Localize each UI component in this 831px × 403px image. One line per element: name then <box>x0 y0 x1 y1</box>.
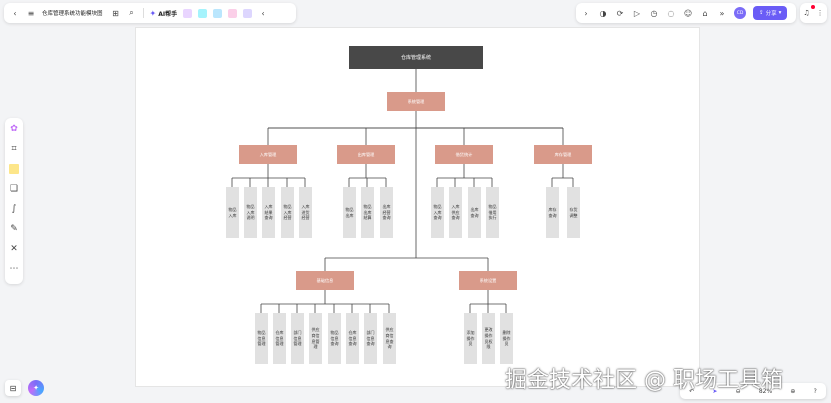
leaf-node[interactable]: 部门信息管理 <box>291 313 304 364</box>
minimap-button[interactable]: ⊟ <box>5 380 21 396</box>
back-icon[interactable]: ‹ <box>13 8 17 18</box>
chevron-down-icon: ▾ <box>778 10 782 16</box>
share-label: 分享 <box>765 11 777 17</box>
ai-spark-icon: ✦ <box>149 8 157 18</box>
group-node[interactable]: 借货统计 <box>435 145 493 164</box>
watermark: 掘金技术社区 @ 职场工具箱 <box>505 368 783 393</box>
help-icon[interactable]: ? <box>813 387 817 395</box>
leaf-node[interactable]: 入库结果查询 <box>262 187 275 238</box>
pen-icon[interactable]: ∫ <box>11 204 17 214</box>
leaf-node[interactable]: 添加操作员 <box>464 313 477 364</box>
leaf-node[interactable]: 仓库信息查询 <box>346 313 359 364</box>
leaf-node[interactable]: 存货调整 <box>567 187 580 238</box>
notification-icon[interactable]: ♫ <box>803 9 810 17</box>
top-right-toolbar: › ◑ ⟳ ▷ ◷ ◌ ☺ ⌂ » CD ⇪ 分享 ▾ <box>576 3 796 23</box>
leaf-node[interactable]: 物品出库结算 <box>361 187 374 238</box>
history-icon[interactable]: ⟳ <box>616 8 624 18</box>
leaf-node[interactable]: 物品入库说明 <box>244 187 257 238</box>
shape-icon[interactable]: ❏ <box>9 184 19 194</box>
leaf-node[interactable]: 入库供应查询 <box>449 187 462 238</box>
frame-icon[interactable]: ⌗ <box>11 144 17 154</box>
sticky-note-icon[interactable] <box>8 163 20 175</box>
leaf-node[interactable]: 出库查询 <box>468 187 481 238</box>
collapse-icon[interactable]: ‹ <box>261 8 265 18</box>
bottom-zoom-bar: ↶ ➤ ⊖ 82% ⊕ ? <box>680 383 826 399</box>
notification-badge <box>811 5 815 9</box>
play-icon[interactable]: ▷ <box>633 8 641 18</box>
undo-icon[interactable]: ↶ <box>689 387 695 395</box>
chart-branch-node[interactable]: 系统管理 <box>387 92 445 111</box>
leaf-node[interactable]: 物品入库经营 <box>281 187 294 238</box>
search-icon[interactable]: ⌕ <box>129 8 134 17</box>
group-node[interactable]: 系统设置 <box>459 271 517 290</box>
divider <box>142 8 144 18</box>
export-icon[interactable]: ⊞ <box>112 8 119 18</box>
ai-assistant-button[interactable]: ✦ AI帮手 <box>150 9 178 18</box>
highlighter-icon[interactable]: ✎ <box>10 224 18 234</box>
cursor-icon[interactable]: ➤ <box>712 387 718 395</box>
connector-icon[interactable]: ✕ <box>10 244 18 254</box>
avatar[interactable]: CD <box>734 7 746 19</box>
expand-icon[interactable]: › <box>584 8 588 18</box>
comment-icon[interactable]: ◌ <box>667 8 675 18</box>
leaf-node[interactable]: 物品借用执行 <box>486 187 499 238</box>
top-far-toolbar: ♫ ⋮ <box>800 3 827 23</box>
group-node[interactable]: 出库管理 <box>337 145 395 164</box>
leaf-node[interactable]: 删除操作员 <box>500 313 513 364</box>
chart-root-node[interactable]: 仓库管理系统 <box>349 46 483 69</box>
zoom-in-icon[interactable]: ⊕ <box>790 387 796 395</box>
leaf-node[interactable]: 更改操作员权限 <box>482 313 495 364</box>
group-node[interactable]: 库存管理 <box>534 145 592 164</box>
leaf-node[interactable]: 物品入库 <box>226 187 239 238</box>
palette-icon[interactable]: ✿ <box>10 124 18 134</box>
timer-icon[interactable]: ◷ <box>650 8 658 18</box>
zoom-out-icon[interactable]: ⊖ <box>735 387 741 395</box>
minimap-icon: ⊟ <box>9 383 17 393</box>
leaf-node[interactable]: 仓库信息管理 <box>273 313 286 364</box>
more-tools-icon[interactable]: ⋯ <box>9 264 19 274</box>
whiteboard-canvas[interactable] <box>135 27 700 387</box>
vote-icon[interactable]: ☺ <box>683 8 693 18</box>
zoom-level[interactable]: 82% <box>758 387 773 395</box>
more-menu-icon[interactable]: ⋮ <box>816 9 824 17</box>
mindmap-tool-icon[interactable] <box>213 8 223 18</box>
ai-chat-icon: ✦ <box>33 384 39 392</box>
share-icon: ⇪ <box>759 10 764 16</box>
leaf-node[interactable]: 物品信息查询 <box>328 313 341 364</box>
menu-icon[interactable]: ≡ <box>27 8 35 18</box>
image-tool-icon[interactable] <box>183 8 193 18</box>
theme-icon[interactable]: ◑ <box>599 8 607 18</box>
ai-assistant-label: AI帮手 <box>158 10 178 18</box>
more-icon[interactable]: » <box>719 8 725 18</box>
shape-tool-icon[interactable] <box>228 8 238 18</box>
left-tool-sidebar: ✿ ⌗ ❏ ∫ ✎ ✕ ⋯ <box>5 118 23 284</box>
text-tool-icon[interactable] <box>198 8 208 18</box>
document-title[interactable]: 仓库管理系统功能模块图 <box>42 11 103 17</box>
group-node[interactable]: 基础信息 <box>296 271 354 290</box>
leaf-node[interactable]: 供应商信息查询 <box>383 313 396 364</box>
leaf-node[interactable]: 部门信息查询 <box>364 313 377 364</box>
leaf-node[interactable]: 物品入库查询 <box>431 187 444 238</box>
ai-chat-button[interactable]: ✦ <box>28 380 44 396</box>
share-button[interactable]: ⇪ 分享 ▾ <box>753 6 788 20</box>
leaf-node[interactable]: 物品出库 <box>343 187 356 238</box>
leaf-node[interactable]: 出库经营查询 <box>380 187 393 238</box>
leaf-node[interactable]: 库存查询 <box>546 187 559 238</box>
top-left-toolbar: ‹ ≡ 仓库管理系统功能模块图 ⊞ ⌕ ✦ AI帮手 ‹ <box>4 3 296 23</box>
template-tool-icon[interactable] <box>243 8 253 18</box>
leaf-node[interactable]: 物品信息管理 <box>255 313 268 364</box>
library-icon[interactable]: ⌂ <box>702 8 708 18</box>
leaf-node[interactable]: 入库进货经营 <box>299 187 312 238</box>
group-node[interactable]: 入库管理 <box>239 145 297 164</box>
leaf-node[interactable]: 供应商信息管理 <box>309 313 322 364</box>
